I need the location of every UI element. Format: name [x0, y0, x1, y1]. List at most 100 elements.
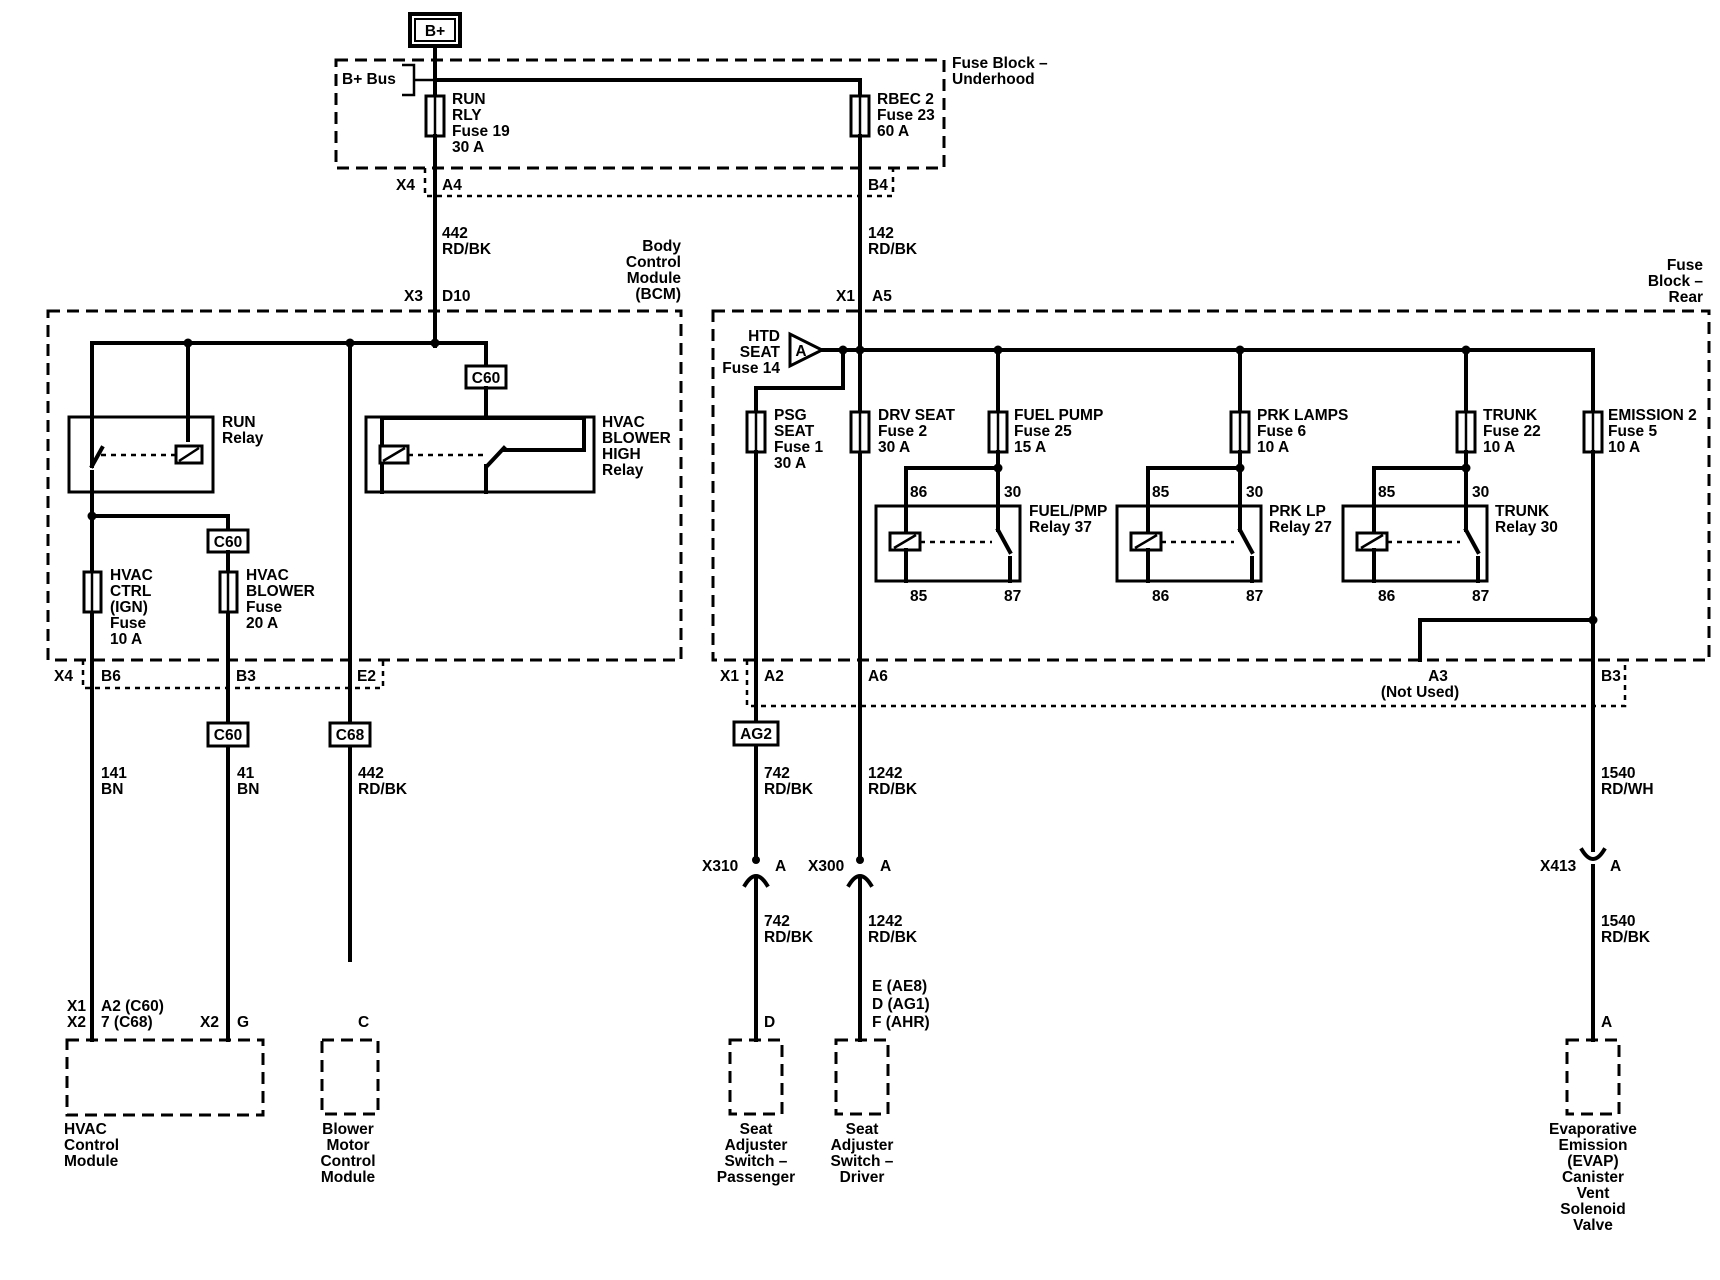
fuse-rbec2: RBEC 2 Fuse 23 60 A [849, 91, 935, 140]
fuse-emission-label-3: 10 A [1608, 439, 1640, 456]
fuse-hvac-blower-label-3: Fuse [246, 599, 283, 616]
htd-seat-label-2: SEAT [740, 344, 781, 361]
drv-switch-label-4: Driver [840, 1169, 885, 1186]
bcm-pin-e2: E2 [357, 668, 376, 685]
wire-142-num: 142 [868, 225, 894, 242]
trunk-relay-label-2: Relay 30 [1495, 519, 1558, 536]
trunk-relay-pin-87: 87 [1472, 588, 1489, 605]
fuse-fuel-pump-label-3: 15 A [1014, 439, 1046, 456]
fuse-hvac-ctrl: HVAC CTRL (IGN) Fuse 10 A [82, 567, 153, 648]
fuse-rbec2-label-2: Fuse 23 [877, 107, 935, 124]
c68-connector: C68 [328, 721, 372, 748]
fuse-hvac-ctrl-label-3: (IGN) [110, 599, 148, 616]
htd-seat-fuse: A HTD SEAT Fuse 14 [722, 328, 826, 377]
wire-41-color: BN [237, 781, 259, 798]
ag2-connector: AG2 [732, 720, 780, 747]
bplus-terminal: B+ [408, 12, 462, 48]
c60-mid-label: C60 [214, 534, 242, 551]
prk-relay-pin-85: 85 [1152, 484, 1170, 501]
bcm-pin-d10: D10 [442, 288, 470, 305]
ag2-label: AG2 [740, 726, 772, 743]
prk-relay-pin-30: 30 [1246, 484, 1263, 501]
fuse-trunk-label-2: Fuse 22 [1483, 423, 1541, 440]
hvac-pin-a2: A2 (C60) [101, 998, 164, 1015]
fuse-fuel-pump: FUEL PUMP Fuse 25 15 A [987, 407, 1103, 456]
wire-442-color: RD/BK [358, 781, 408, 798]
x413-pin: A [1610, 858, 1621, 875]
wire-1242a-color: RD/BK [868, 781, 918, 798]
fuse-trunk-label-1: TRUNK [1483, 407, 1538, 424]
evap-label-7: Valve [1573, 1217, 1613, 1234]
drv-switch-label-3: Switch – [831, 1153, 894, 1170]
evap-label-1: Evaporative [1549, 1121, 1637, 1138]
fuse-run-rly: RUN RLY Fuse 19 30 A [424, 91, 510, 156]
fuse-emission-label-1: EMISSION 2 [1608, 407, 1697, 424]
evap-label-3: (EVAP) [1567, 1153, 1618, 1170]
evap-pin-a: A [1601, 1014, 1612, 1031]
wire-1540b-num: 1540 [1601, 913, 1635, 930]
psg-switch-pin-d: D [764, 1014, 775, 1031]
x300-label: X300 [808, 858, 844, 875]
wire-1540a-color: RD/WH [1601, 781, 1654, 798]
x300-pin: A [880, 858, 891, 875]
inline-connector-x310: X310 A [702, 856, 786, 888]
fuel-relay-label-2: Relay 37 [1029, 519, 1092, 536]
fuse-run-rly-label-1: RUN [452, 91, 486, 108]
fuse-hvac-blower-label-4: 20 A [246, 615, 278, 632]
hvac-blower-high-relay: HVAC BLOWER HIGH Relay [364, 414, 671, 494]
inline-connector-x413: X413 A [1540, 847, 1621, 875]
hvac-pin-g: G [237, 1014, 249, 1031]
psg-switch-label-1: Seat [740, 1121, 773, 1138]
drv-switch-pin-e: E (AE8) [872, 978, 927, 995]
fuse-block-underhood: Fuse Block – Underhood B+ Bus [334, 55, 1048, 198]
wire-1540a-num: 1540 [1601, 765, 1635, 782]
fuse-hvac-blower-label-1: HVAC [246, 567, 289, 584]
inline-connector-x300: X300 A [808, 856, 891, 888]
fuse-block-rear-title-1: Fuse [1667, 257, 1704, 274]
drv-switch-label-1: Seat [846, 1121, 879, 1138]
trunk-relay: 85 30 86 87 TRUNK Relay 30 [1341, 450, 1558, 605]
hvac-pin-x2: X2 [67, 1014, 86, 1031]
underhood-pin-a4: A4 [442, 177, 462, 194]
underhood-x4-label: X4 [396, 177, 415, 194]
wire-742b-color: RD/BK [764, 929, 814, 946]
htd-seat-mark: A [795, 343, 806, 360]
bcm-pin-b6: B6 [101, 668, 121, 685]
c60-lower-label: C60 [214, 727, 242, 744]
wire-442-top-num: 442 [442, 225, 468, 242]
c60-upper-label: C60 [472, 370, 500, 387]
wire-141-color: BN [101, 781, 123, 798]
fuel-relay-pin-85: 85 [910, 588, 928, 605]
wire-41-num: 41 [237, 765, 255, 782]
fuse-rbec2-label-1: RBEC 2 [877, 91, 934, 108]
rear-pin-a5: A5 [872, 288, 892, 305]
prk-lp-relay: 85 30 86 87 PRK LP Relay 27 [1115, 450, 1332, 605]
hvac-pin-x1: X1 [67, 998, 86, 1015]
hvac-blower-relay-label-4: Relay [602, 462, 644, 479]
wire-142-color: RD/BK [868, 241, 918, 258]
wire-442-num: 442 [358, 765, 384, 782]
prk-relay-label-2: Relay 27 [1269, 519, 1332, 536]
hvac-pin-x2-b: X2 [200, 1014, 219, 1031]
prk-relay-label-1: PRK LP [1269, 503, 1326, 520]
trunk-relay-label-1: TRUNK [1495, 503, 1550, 520]
bcm-pin-b3: B3 [236, 668, 256, 685]
fuse-hvac-ctrl-label-4: Fuse [110, 615, 147, 632]
hvac-control-module: X1 A2 (C60) X2 7 (C68) X2 G HVAC Control… [64, 998, 265, 1170]
blower-module-label-3: Control [320, 1153, 375, 1170]
seat-adjuster-switch-passenger: D Seat Adjuster Switch – Passenger [717, 1014, 795, 1186]
evap-label-4: Canister [1562, 1169, 1624, 1186]
x310-label: X310 [702, 858, 738, 875]
fuse-prk-lamps-label-1: PRK LAMPS [1257, 407, 1348, 424]
fuel-pump-relay: 86 30 85 87 FUEL/PMP Relay 37 [874, 450, 1107, 605]
fuse-block-rear: Fuse Block – Rear X1 A5 [711, 257, 1711, 662]
fuse-trunk-label-3: 10 A [1483, 439, 1515, 456]
trunk-relay-pin-85: 85 [1378, 484, 1396, 501]
fuse-hvac-ctrl-label-5: 10 A [110, 631, 142, 648]
trunk-relay-pin-30: 30 [1472, 484, 1489, 501]
run-relay: RUN Relay [67, 414, 264, 494]
fuse-drv-seat: DRV SEAT Fuse 2 30 A [849, 407, 955, 456]
fuse-trunk: TRUNK Fuse 22 10 A [1455, 407, 1541, 456]
hvac-module-label-1: HVAC [64, 1121, 107, 1138]
